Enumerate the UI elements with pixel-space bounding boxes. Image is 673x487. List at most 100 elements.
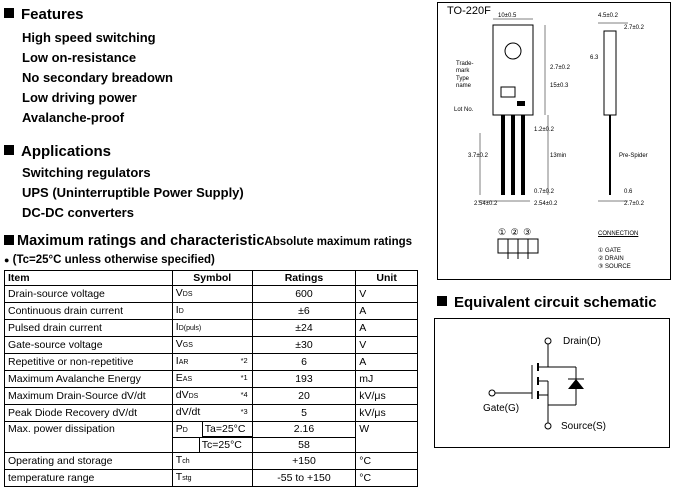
trademark-label: Trade- mark bbox=[456, 61, 474, 74]
max-ratings-subtitle: Absolute maximum ratings bbox=[264, 236, 413, 248]
symbol-note: *1 bbox=[240, 373, 248, 382]
lotno-label: Lot No. bbox=[454, 107, 474, 113]
feature-item: Low on-resistance bbox=[22, 50, 137, 65]
dim-label: 2.54±0.2 bbox=[474, 201, 498, 207]
table-cell-rating: 6 bbox=[251, 353, 357, 371]
table-cell-unit: °C bbox=[355, 452, 418, 470]
symbol-main: dV bbox=[175, 389, 189, 401]
symbol-sub: D(puls) bbox=[178, 325, 202, 332]
table-cell-unit: V bbox=[355, 285, 418, 303]
table-cell-item: Maximum Drain-Source dV/dt bbox=[4, 387, 173, 405]
application-item: Switching regulators bbox=[22, 165, 151, 180]
table-cell-unit: °C bbox=[355, 469, 418, 487]
table-cell-symbol: EAS *1 bbox=[171, 370, 253, 388]
table-cell-item: Peak Diode Recovery dV/dt bbox=[4, 404, 173, 422]
gate-label: Gate(G) bbox=[483, 403, 520, 414]
table-cell-symbol: VDS bbox=[171, 285, 253, 303]
pin-numbers: ① ② ③ bbox=[498, 227, 533, 237]
symbol-sub: stg bbox=[182, 475, 192, 482]
table-cell-symbol: dVDS*4 bbox=[171, 387, 253, 405]
dim-label: 2.54±0.2 bbox=[534, 201, 558, 207]
package-outline-drawing bbox=[478, 18, 628, 259]
table-cell-symbol: VGS bbox=[171, 336, 253, 354]
table-cell-rating: 193 bbox=[251, 370, 357, 388]
typename-label: Type name bbox=[456, 76, 472, 89]
power-condition-2: Tc=25°C bbox=[198, 437, 252, 452]
dim-label: 0.7±0.2 bbox=[534, 189, 554, 195]
table-cell-unit: V bbox=[355, 336, 418, 354]
table-cell-unit: kV/μs bbox=[355, 404, 418, 422]
dim-label: 2.7±0.2 bbox=[624, 25, 644, 31]
condition-text: (Tc=25°C unless otherwise specified) bbox=[12, 254, 215, 266]
table-cell-symbol: IAR *2 bbox=[171, 353, 253, 371]
table-cell-unit: W bbox=[355, 421, 418, 453]
symbol-main: E bbox=[175, 372, 183, 384]
dim-label: 0.6 bbox=[624, 189, 633, 195]
circuit-frame: Drain(D) Gate(G) Source(S) bbox=[434, 318, 670, 448]
feature-item: Low driving power bbox=[22, 90, 137, 105]
table-cell-rating: ±6 bbox=[251, 302, 357, 320]
table-row-power-1: Max. power dissipation PD Ta=25°C 2.16 W bbox=[4, 421, 418, 453]
symbol-main: V bbox=[175, 338, 183, 350]
mosfet-circuit-drawing bbox=[488, 337, 584, 430]
table-row-temp-2: temperature range Tstg -55 to +150 °C bbox=[4, 469, 418, 487]
table-cell-item: Maximum Avalanche Energy bbox=[4, 370, 173, 388]
table-cell-symbol: PD Ta=25°C bbox=[171, 421, 253, 438]
table-cell-item: Operating and storage bbox=[4, 452, 173, 470]
table-cell-symbol: ID(puls) bbox=[171, 319, 253, 337]
equivalent-title: Equivalent circuit schematic bbox=[454, 294, 657, 311]
prespider-label: Pre-Spider bbox=[619, 153, 648, 159]
symbol-sub: AS bbox=[182, 376, 193, 383]
application-item: UPS (Uninterruptible Power Supply) bbox=[22, 185, 244, 200]
header-symbol: Symbol bbox=[171, 270, 253, 286]
table-cell-item: Continuous drain current bbox=[4, 302, 173, 320]
table-row-temp-1: Operating and storage Tch +150 °C bbox=[4, 452, 418, 470]
table-cell-unit: mJ bbox=[355, 370, 418, 388]
power-symbol-spacer bbox=[173, 438, 199, 453]
table-header-row: Item Symbol Ratings Unit bbox=[4, 270, 418, 286]
table-row-power-2: Tc=25°C 58 bbox=[5, 436, 418, 453]
package-drawing-frame: TO-220F Trade- mark Type name Lot No. Pr… bbox=[437, 2, 671, 280]
table-cell-rating: 600 bbox=[251, 285, 357, 303]
symbol-main: I bbox=[175, 304, 179, 316]
square-bullet-icon bbox=[4, 145, 14, 155]
table-cell-unit: A bbox=[355, 302, 418, 320]
table-cell-rating: -55 to +150 bbox=[251, 469, 357, 487]
table-cell-item: Pulsed drain current bbox=[4, 319, 173, 337]
square-bullet-icon bbox=[4, 235, 14, 245]
symbol-sub: DS bbox=[182, 291, 193, 298]
dim-label: 10±0.5 bbox=[498, 13, 517, 19]
dim-label: 3.7±0.2 bbox=[468, 153, 488, 159]
symbol-main: T bbox=[175, 454, 183, 466]
table-cell-item: Drain-source voltage bbox=[4, 285, 173, 303]
symbol-note: *2 bbox=[240, 356, 248, 365]
table-cell-symbol: ID bbox=[171, 302, 253, 320]
table-cell-rating: ±24 bbox=[251, 319, 357, 337]
application-item: DC-DC converters bbox=[22, 205, 134, 220]
table-cell-item: Max. power dissipation bbox=[4, 421, 173, 453]
symbol-note: *3 bbox=[240, 407, 248, 416]
table-cell-symbol: Tstg bbox=[171, 469, 253, 487]
table-cell-symbol: dV/dt*3 bbox=[171, 404, 253, 422]
symbol-sub: GS bbox=[182, 342, 193, 349]
symbol-main: P bbox=[175, 423, 183, 435]
symbol-sub: AR bbox=[178, 359, 189, 366]
symbol-main: I bbox=[175, 355, 179, 367]
table-cell-rating: 58 bbox=[251, 436, 357, 453]
symbol-sub: DS bbox=[188, 393, 199, 400]
dim-label: 1.2±0.2 bbox=[534, 127, 554, 133]
square-bullet-icon bbox=[4, 8, 14, 18]
ratings-table: Item Symbol Ratings Unit Drain-source vo… bbox=[4, 270, 418, 487]
dim-label: 15±0.3 bbox=[550, 83, 569, 89]
equivalent-heading: Equivalent circuit schematic bbox=[437, 294, 657, 311]
feature-item: Avalanche-proof bbox=[22, 110, 125, 125]
features-heading: Features bbox=[4, 6, 84, 23]
applications-heading: Applications bbox=[4, 143, 111, 160]
dim-label: 2.7±0.2 bbox=[624, 201, 644, 207]
table-cell-unit: kV/μs bbox=[355, 387, 418, 405]
condition-line: ● (Tc=25°C unless otherwise specified) bbox=[4, 254, 215, 266]
